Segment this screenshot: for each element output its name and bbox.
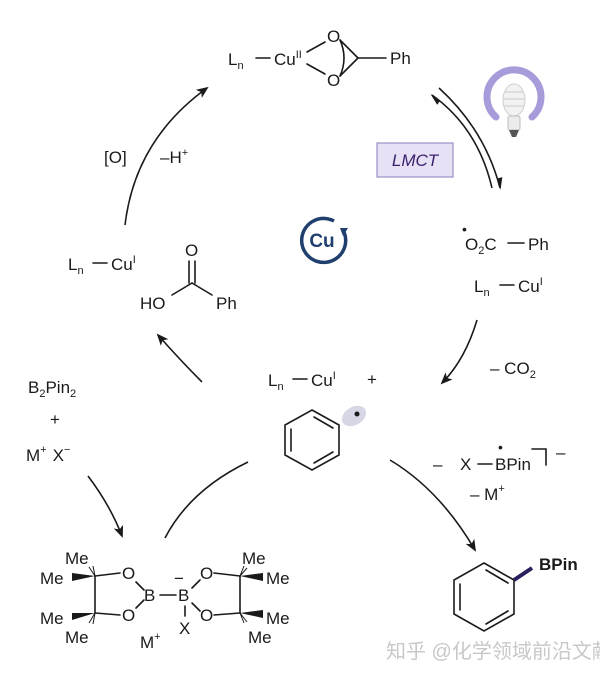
cu-o-bond-bottom [306, 63, 326, 75]
boron-right: B [178, 586, 189, 605]
carbon-boron-bond [512, 566, 534, 582]
benzoic-acid: O HO Ph [140, 241, 237, 313]
borylation-arrow [389, 459, 477, 552]
svg-text:O: O [200, 606, 213, 625]
svg-text:Ln: Ln [474, 277, 490, 299]
reagents-left: B2Pin2 + M+X− [26, 378, 76, 465]
lmct-forward-arrow [438, 87, 503, 190]
lmct-label: LMCT [392, 151, 440, 170]
svg-text:Ln: Ln [268, 371, 284, 393]
svg-text:CuI: CuI [518, 276, 543, 296]
o-c-bond-bottom [339, 57, 359, 77]
svg-text:O: O [122, 606, 135, 625]
light-bulb-icon [483, 66, 545, 137]
svg-text:Me: Me [248, 628, 272, 647]
decarboxylation-arrow [440, 319, 478, 385]
radical-dot [354, 411, 360, 417]
o-c-bond-top [339, 39, 359, 59]
lmct-label-box: LMCT [376, 142, 454, 178]
svg-text:Me: Me [242, 549, 266, 568]
carbonyl-oxygen: O [185, 241, 198, 260]
hydroxyl-label: HO [140, 294, 166, 313]
cu1-right: Ln CuI [474, 276, 543, 299]
acyloxy-radical: • O2C Ph [462, 221, 549, 257]
salt-label: M+X− [26, 444, 70, 465]
phenyl-label: Ph [390, 49, 411, 68]
radical-dot: • [462, 221, 467, 237]
counterion: M+ [140, 631, 161, 652]
cu-o-bond-top [306, 41, 326, 53]
boron-left: B [144, 586, 155, 605]
deprotonation-label: –H+ [160, 147, 188, 167]
ligand-label: Ln [228, 50, 244, 72]
svg-text:–: – [556, 443, 566, 462]
svg-text:•: • [498, 439, 503, 455]
catalyst-label: Cu [309, 231, 334, 252]
svg-text:Me: Me [40, 609, 64, 628]
bulb-neck [507, 115, 521, 131]
bulb-spiral [502, 83, 526, 117]
phenyl-radical [284, 405, 367, 471]
svg-text:Me: Me [266, 569, 290, 588]
lmct-reverse-arrow [430, 93, 493, 189]
ate-formation-arrow [87, 475, 124, 538]
svg-text:CuI: CuI [111, 254, 136, 274]
counterion-loss-label: – M+ [470, 483, 505, 504]
ate-charge: − [174, 569, 184, 588]
phenyl-label: Ph [528, 235, 549, 254]
b2pin2-label: B2Pin2 [28, 378, 76, 400]
svg-text:Me: Me [65, 549, 89, 568]
byproduct-label: – X BPin • – [433, 439, 566, 474]
oxygen-top: O [327, 27, 340, 46]
svg-text:–: – [433, 455, 443, 474]
svg-text:Me: Me [40, 569, 64, 588]
watermark: 知乎 @化学领域前沿文献 [386, 640, 600, 663]
diboron-ate-complex: Me Me Me Me O O B B − X M+ O O Me Me Me … [40, 549, 290, 652]
svg-text:O: O [200, 564, 213, 583]
o-c-o-bridge [339, 39, 345, 77]
cu2-carboxylate-complex: Ln CuII O O Ph [228, 27, 411, 90]
oxygen-bottom: O [327, 71, 340, 90]
decarboxylation-label: – CO2 [490, 359, 536, 381]
plus-sign: + [367, 370, 377, 389]
copper-catalyst-badge: Cu [299, 216, 348, 265]
svg-text:O2C: O2C [465, 235, 497, 257]
cu1-center: Ln CuI + [268, 370, 377, 393]
ate-consumption-curve [164, 461, 249, 539]
cu1-left: Ln CuI [68, 254, 136, 277]
protonation-arrow [156, 333, 203, 383]
phenyl-bpin-product: BPin [453, 555, 578, 632]
oxidation-label: [O] [104, 148, 127, 167]
svg-text:O: O [122, 564, 135, 583]
copper-label: CuII [274, 49, 302, 69]
svg-text:Ln: Ln [68, 255, 84, 277]
oxidation-arrow [124, 86, 209, 226]
svg-text:Me: Me [266, 609, 290, 628]
light-halo [483, 66, 545, 121]
radical-orbital-lobe [341, 405, 367, 427]
x-ligand: X [179, 619, 190, 638]
phenyl-label: Ph [216, 294, 237, 313]
bpin-label: BPin [539, 555, 578, 574]
svg-text:Me: Me [65, 628, 89, 647]
svg-text:BPin: BPin [495, 455, 531, 474]
bulb-base [509, 130, 519, 137]
svg-text:X: X [460, 455, 471, 474]
svg-text:CuI: CuI [311, 370, 336, 390]
cycle-arrow-icon [340, 228, 348, 236]
plus-sign: + [50, 410, 60, 429]
